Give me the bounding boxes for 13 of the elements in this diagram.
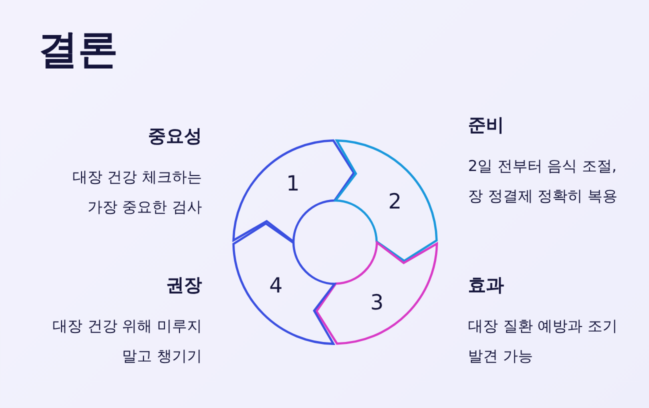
title: 결론 — [38, 28, 118, 72]
step-heading: 효과 — [468, 275, 505, 297]
step-heading: 중요성 — [147, 126, 202, 148]
step-heading: 권장 — [165, 275, 202, 297]
step-number: 3 — [370, 292, 384, 314]
step-description: 대장 질환 예방과 조기 발견 가능 — [468, 316, 618, 367]
step-number: 1 — [286, 173, 300, 194]
step-description: 대장 건강 체크하는 가장 중요한 검사 — [71, 166, 202, 218]
step-description: 2일 전부터 음식 조절, 장 정결제 정확히 복용 — [468, 156, 618, 207]
step-description: 대장 건강 위해 미루지 말고 챙기기 — [52, 316, 202, 367]
step-heading: 준비 — [468, 115, 505, 137]
step-number: 4 — [269, 275, 283, 296]
step-number: 2 — [388, 191, 402, 212]
